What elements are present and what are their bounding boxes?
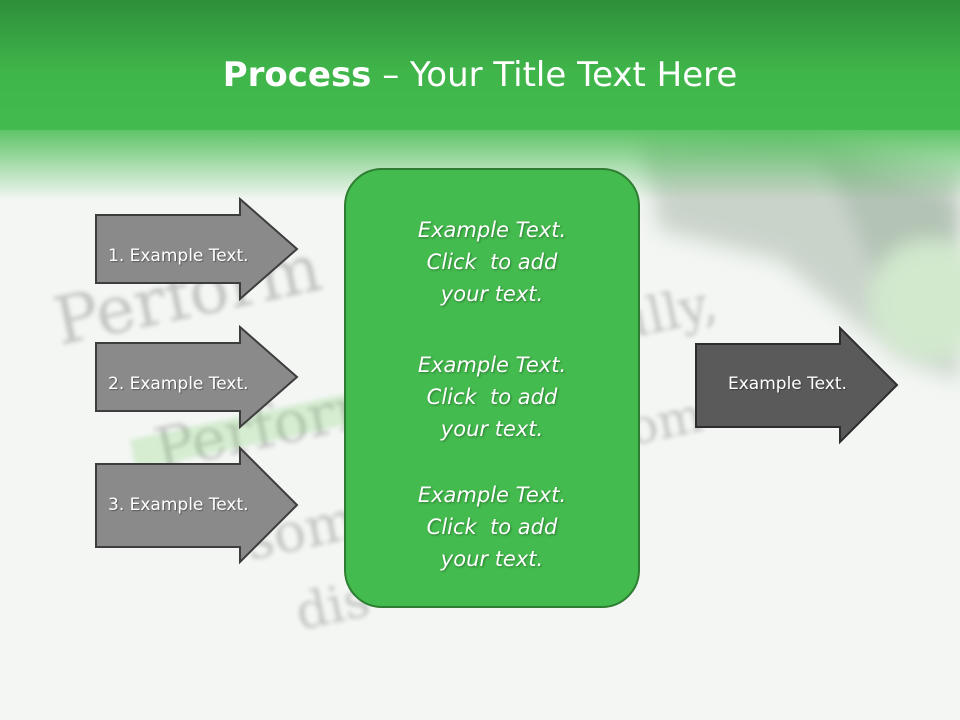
left-arrow-3[interactable] [94,446,300,566]
block-3-line-2: Click to add [426,515,558,539]
center-text-block-2: Example Text. Click to add your text. [346,349,638,445]
block-2-line-3: your text. [440,417,544,441]
center-text-block-3: Example Text. Click to add your text. [346,479,638,575]
right-arrow-label: Example Text. [728,374,847,394]
page-title[interactable]: Process – Your Title Text Here [0,52,960,98]
center-text-box[interactable]: Example Text. Click to add your text. Ex… [344,168,640,608]
left-arrow-2[interactable] [94,325,300,429]
block-1-line-3: your text. [440,282,544,306]
left-arrow-3-label: 3. Example Text. [108,495,249,515]
block-3-line-3: your text. [440,547,544,571]
title-rest: – Your Title Text Here [371,55,738,95]
block-2-line-1: Example Text. [417,353,567,377]
block-3-line-1: Example Text. [417,483,567,507]
left-arrow-2-label: 2. Example Text. [108,374,249,394]
right-arrow[interactable] [694,326,900,446]
block-1-line-2: Click to add [426,250,558,274]
left-arrow-1-label: 1. Example Text. [108,246,249,266]
block-1-line-1: Example Text. [417,218,567,242]
block-2-line-2: Click to add [426,385,558,409]
title-bold: Process [222,55,372,95]
left-arrow-1[interactable] [94,197,300,301]
header-bar [0,0,960,130]
center-text-block-1: Example Text. Click to add your text. [346,214,638,310]
